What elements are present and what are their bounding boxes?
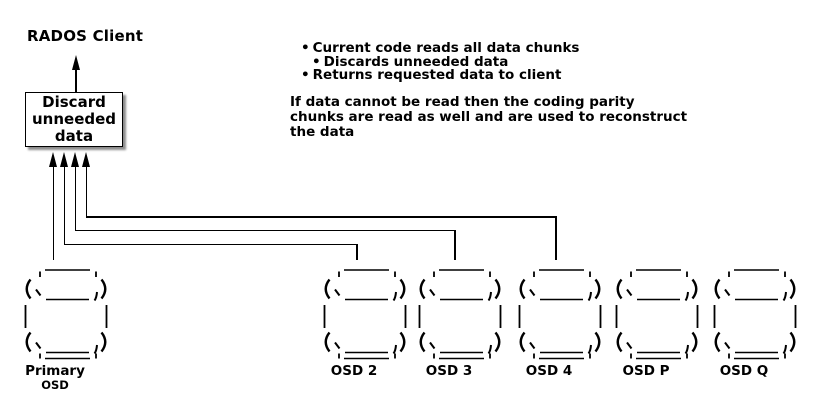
read-line-osd4-riser (85, 166, 87, 217)
read-arrow-head-osd2 (59, 152, 68, 167)
bullet-item: •Current code reads all data chunks (301, 40, 580, 56)
arrow-up-shaft-box-to-client (75, 69, 77, 92)
disk-cylinder-icon (418, 269, 502, 360)
osd-node-osd-q: OSD Q (711, 268, 799, 378)
arrow-up-head-box-to-client (71, 55, 80, 70)
read-line-primary (52, 166, 54, 260)
read-line-osd2-riser (63, 166, 65, 245)
disk-cylinder-icon (518, 269, 602, 360)
read-arrow-head-primary (48, 152, 57, 167)
osd-label: OSD P (622, 363, 670, 379)
osd-node-osd-2: OSD 2 (321, 268, 409, 378)
osd-label: OSD 3 (425, 363, 473, 379)
discard-box-line3: data (54, 127, 94, 145)
paragraph-line: If data cannot be read then the coding p… (290, 94, 635, 110)
bullet-text: Discards unneeded data (323, 53, 509, 70)
disk-cylinder-icon (323, 269, 407, 360)
bullet-marker: • (301, 67, 310, 83)
read-line-osd4-horizontal (85, 216, 557, 218)
bullet-text: Returns requested data to client (312, 67, 562, 83)
read-arrow-head-osd4 (81, 152, 90, 167)
osd-label: Primary (25, 363, 85, 379)
disk-cylinder-icon (713, 269, 797, 360)
discard-box-line1: Discard (42, 93, 106, 111)
disk-cylinder-icon (24, 269, 108, 360)
bullet-marker: • (312, 53, 321, 70)
discard-box: Discard unneeded data (25, 92, 123, 147)
osd-label: OSD Q (719, 363, 769, 379)
osd-node-osd-4: OSD 4 (516, 268, 604, 378)
osd-node-osd-3: OSD 3 (416, 268, 504, 378)
read-line-osd3-riser (74, 166, 76, 231)
bullet-marker: • (301, 40, 310, 56)
rados-client-label: RADOS Client (27, 27, 144, 45)
read-line-osd4-drop (555, 216, 557, 261)
osd-node-primary: Primary OSD (22, 268, 110, 391)
paragraph-line: chunks are read as well and are used to … (290, 109, 688, 125)
bullet-text: Current code reads all data chunks (312, 40, 580, 56)
read-line-osd2-horizontal (63, 243, 358, 246)
disk-cylinder-icon (615, 269, 699, 360)
read-line-osd2-drop (356, 243, 358, 260)
osd-label: OSD 4 (525, 363, 573, 379)
bullet-item: •Returns requested data to client (301, 67, 562, 83)
bullet-item: •Discards unneeded data (312, 53, 509, 70)
read-line-osd3-horizontal (74, 230, 456, 232)
read-arrow-head-osd3 (70, 152, 79, 167)
osd-node-osd-p: OSD P (613, 268, 701, 378)
osd-sublabel: OSD (41, 378, 69, 392)
read-line-osd3-drop (454, 230, 456, 260)
osd-label: OSD 2 (330, 363, 378, 379)
discard-box-line2: unneeded (31, 110, 117, 128)
paragraph-line: the data (290, 124, 355, 140)
